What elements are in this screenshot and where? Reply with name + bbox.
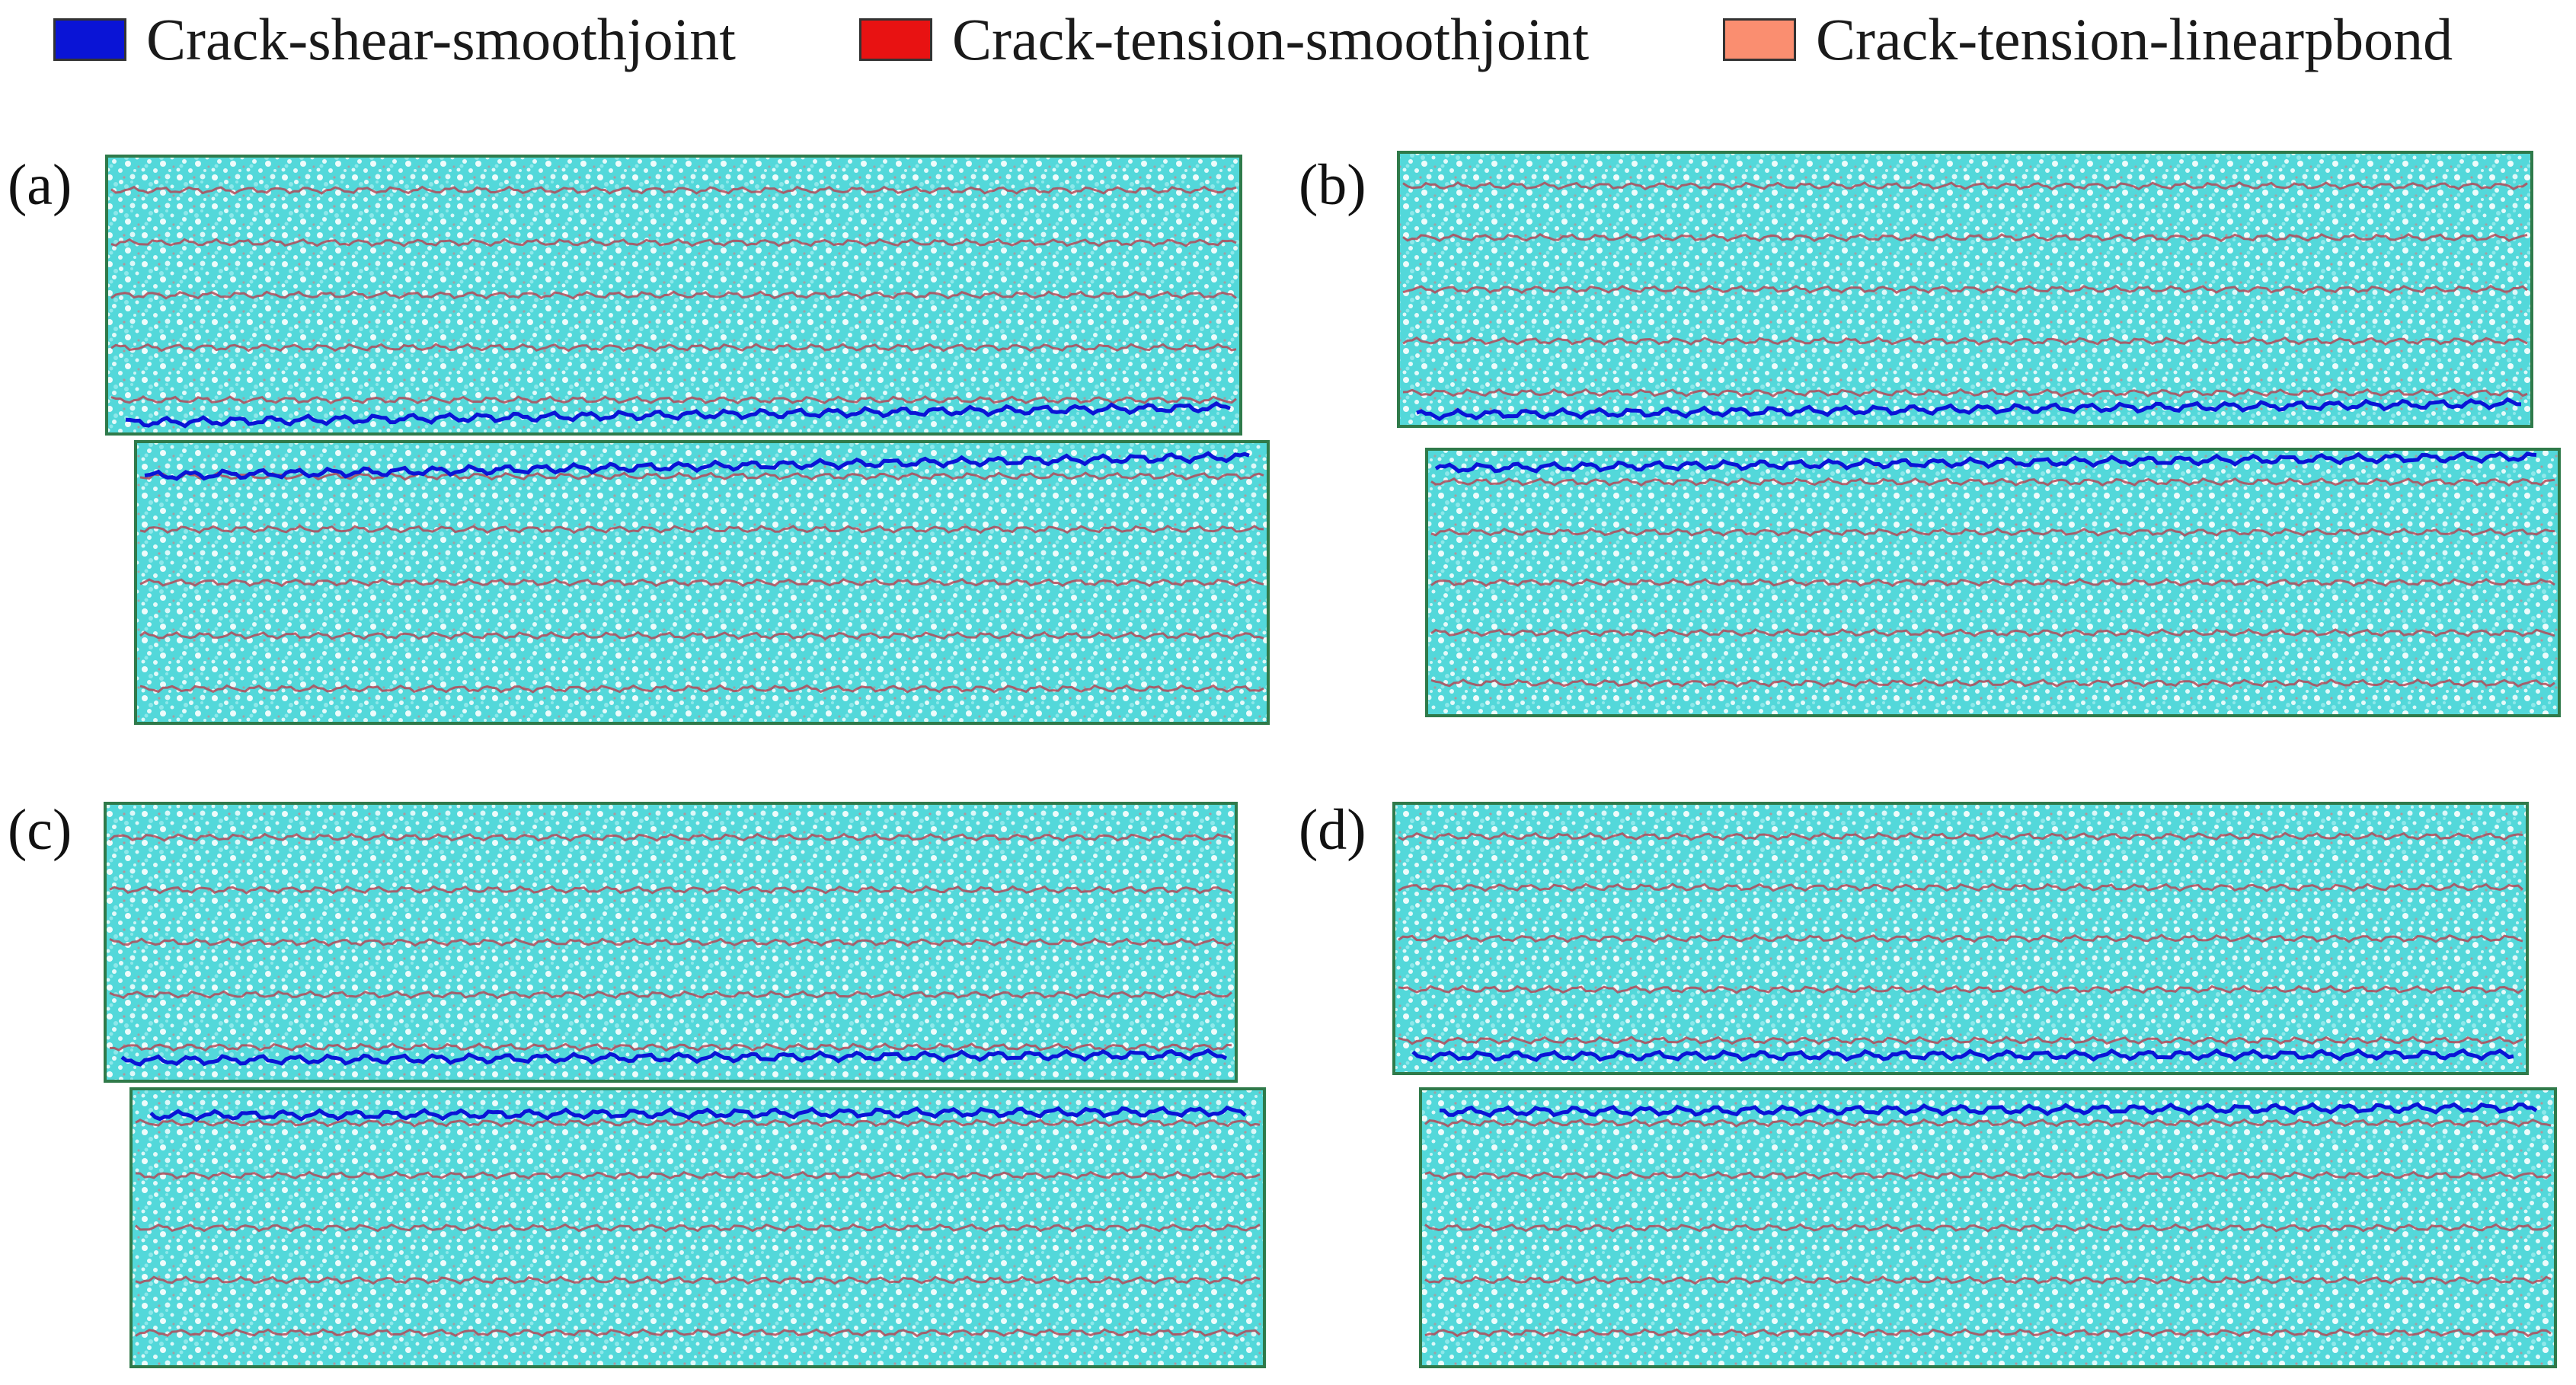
- legend-label-tension-smoothjoint: Crack-tension-smoothjoint: [952, 6, 1590, 72]
- panel-a-lower-block-joint-line: [139, 525, 1264, 535]
- panel-a: (a): [8, 153, 1270, 725]
- panel-c-lower-block-joint-line: [135, 1275, 1261, 1285]
- panel-c-lower-block-joint-line: [135, 1118, 1261, 1128]
- panel-c-lower-block-joint-line: [135, 1328, 1261, 1338]
- panel-a-lower-block-body: [134, 440, 1270, 725]
- panel-d-upper-block-joint-line: [1398, 1036, 2523, 1045]
- panel-a-lower-block-joint-line: [139, 471, 1264, 481]
- panel-c-upper-block-body: [104, 802, 1238, 1083]
- panel-c-shear-crack-upper: [120, 1048, 1228, 1067]
- panel-b-lower-block-body: [1425, 448, 2561, 717]
- panel-a-upper-block-joint-line: [110, 185, 1237, 195]
- legend-label-shear-smoothjoint: Crack-shear-smoothjoint: [146, 6, 736, 72]
- panel-b-lower-block-joint-line: [1430, 627, 2555, 638]
- legend-item-tension-linearpbond: Crack-tension-linearpbond: [1723, 9, 2453, 70]
- panel-a-lower-block-joint-line: [139, 684, 1264, 694]
- panel-b-upper-block: [1397, 151, 2533, 428]
- panel-d-upper-block-joint-line: [1398, 933, 2523, 943]
- panel-b-upper-block-joint-line: [1402, 388, 2528, 397]
- panel-b-lower-block-joint-line: [1430, 477, 2555, 487]
- panel-b-upper-block-joint-line: [1402, 233, 2528, 243]
- panel-b-lower-block-joint-line: [1430, 678, 2555, 688]
- panel-a-lower-block-joint-line: [139, 577, 1264, 588]
- panel-c: (c): [8, 798, 1266, 1368]
- panel-c-label: (c): [8, 798, 72, 862]
- panel-b-label: (b): [1299, 153, 1366, 217]
- panel-c-upper-block: [104, 802, 1238, 1083]
- panel-d-lower-block-joint-line: [1424, 1275, 2552, 1285]
- panel-a-upper-block: [105, 155, 1242, 436]
- panel-b-upper-block-joint-line: [1402, 336, 2528, 346]
- panel-a-lower-block: [134, 440, 1270, 725]
- panel-c-lower-block: [129, 1087, 1266, 1368]
- panel-d-shear-crack-upper: [1411, 1048, 2514, 1063]
- legend-item-tension-smoothjoint: Crack-tension-smoothjoint: [859, 9, 1589, 70]
- panel-d-upper-block-joint-line: [1398, 882, 2523, 892]
- panel-b-shear-crack-lower: [1434, 451, 2537, 474]
- panel-d-label: (d): [1299, 798, 1366, 862]
- legend-swatch-shear-smoothjoint: [53, 18, 126, 61]
- panel-b-upper-block-body: [1397, 151, 2533, 428]
- panel-b-lower-block-joint-line: [1430, 527, 2555, 537]
- legend-item-shear-smoothjoint: Crack-shear-smoothjoint: [53, 9, 736, 70]
- legend-swatch-tension-linearpbond: [1723, 18, 1796, 61]
- panel-a-upper-block-joint-line: [110, 238, 1237, 247]
- panel-d-lower-block-joint-line: [1424, 1170, 2552, 1180]
- panel-b-shear-crack-upper: [1416, 397, 2522, 422]
- panel-d-lower-block-joint-line: [1424, 1223, 2552, 1233]
- panel-d-upper-block-joint-line: [1398, 984, 2523, 994]
- panel-a-shear-crack-lower: [144, 451, 1250, 481]
- panel-d-upper-block: [1392, 802, 2529, 1075]
- panel-d-lower-block-body: [1419, 1087, 2557, 1368]
- panel-b-upper-block-joint-line: [1402, 181, 2528, 191]
- panel-d-upper-block-joint-line: [1398, 831, 2523, 841]
- legend: Crack-shear-smoothjoint Crack-tension-sm…: [0, 0, 2576, 91]
- panel-c-upper-block-joint-line: [109, 990, 1232, 1000]
- panel-a-label: (a): [8, 153, 72, 217]
- panels-group: (a) (b) (c) (d): [8, 151, 2561, 1368]
- panel-a-upper-block-joint-line: [110, 395, 1237, 405]
- panel-b-upper-block-joint-line: [1402, 284, 2528, 295]
- panel-b: (b): [1299, 151, 2561, 717]
- legend-label-tension-linearpbond: Crack-tension-linearpbond: [1816, 6, 2453, 72]
- panel-c-upper-block-joint-line: [109, 1042, 1232, 1052]
- panel-d-lower-block-joint-line: [1424, 1118, 2552, 1128]
- panel-c-lower-block-joint-line: [135, 1170, 1261, 1180]
- panel-c-upper-block-joint-line: [109, 832, 1232, 842]
- panel-b-lower-block-joint-line: [1430, 577, 2555, 588]
- panel-a-upper-block-joint-line: [110, 290, 1237, 300]
- panel-c-shear-crack-lower: [149, 1106, 1247, 1122]
- panel-c-upper-block-joint-line: [109, 885, 1232, 895]
- panel-d-shear-crack-lower: [1439, 1102, 2538, 1119]
- panel-d: (d): [1299, 798, 2557, 1368]
- panel-d-lower-block: [1419, 1087, 2557, 1368]
- panel-a-upper-block-body: [105, 155, 1242, 436]
- legend-swatch-tension-smoothjoint: [859, 18, 932, 61]
- panel-a-upper-block-joint-line: [110, 343, 1237, 353]
- panel-a-lower-block-joint-line: [139, 630, 1264, 640]
- panel-d-lower-block-joint-line: [1424, 1328, 2552, 1338]
- panel-c-lower-block-joint-line: [134, 1223, 1261, 1233]
- panel-c-upper-block-joint-line: [109, 937, 1232, 947]
- panel-b-lower-block: [1425, 448, 2561, 717]
- panel-a-shear-crack-upper: [125, 401, 1231, 429]
